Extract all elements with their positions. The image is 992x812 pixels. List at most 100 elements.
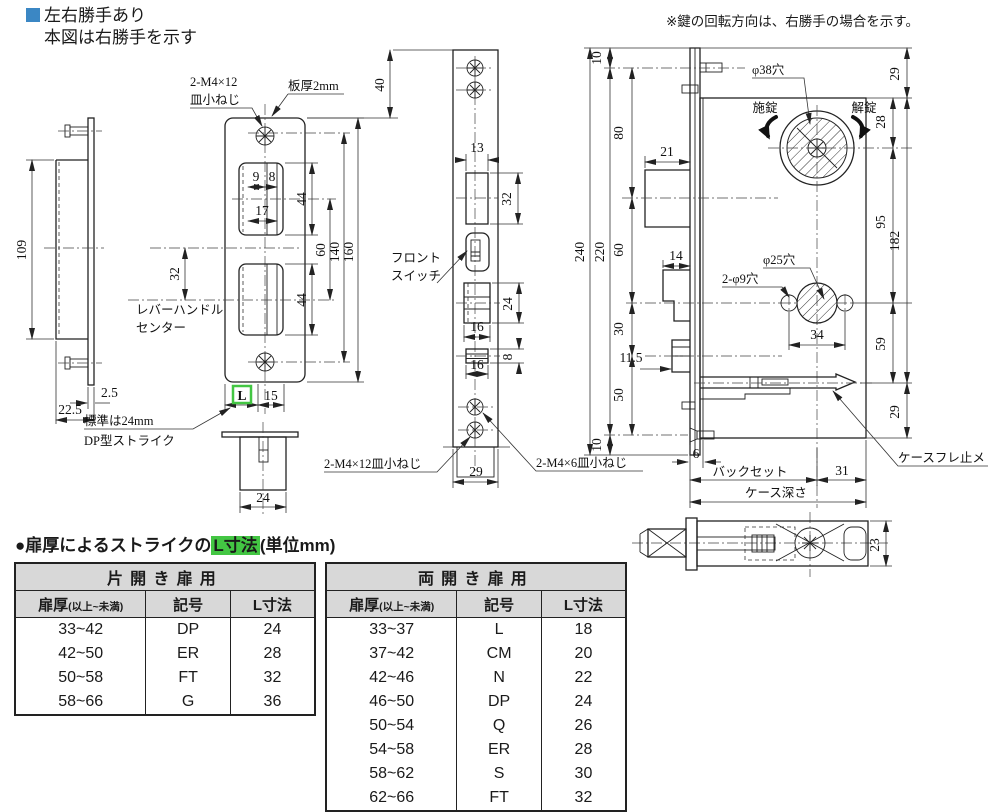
screw-m4x12-label-2: 皿小ねじ — [190, 93, 240, 107]
dim-60-case: 60 — [611, 243, 626, 257]
dim-8: 8 — [269, 169, 276, 184]
view-front-plate: 13 32 フロント スイッチ 24 16 8 16 — [324, 49, 643, 488]
dim-160: 160 — [341, 242, 356, 263]
table-cell: ER — [456, 738, 542, 762]
front-switch-label-1: フロント — [391, 251, 441, 265]
table-cell: 33~42 — [14, 617, 147, 642]
table-header-row: 扉厚(以上~未満) 記号 L寸法 — [325, 590, 627, 618]
dim-6: 6 — [693, 446, 700, 461]
case-depth-label: ケース深さ — [745, 486, 807, 500]
table-cell: 36 — [229, 690, 316, 715]
dim-23: 23 — [867, 538, 882, 552]
plate-thickness-label: 板厚2mm — [288, 79, 339, 93]
table-cell: CM — [456, 642, 542, 666]
standard-strike-label-1: 標準は24mm — [84, 413, 154, 428]
table-cell: 42~50 — [14, 642, 147, 666]
screw-m4x6-label: 2-M4×6皿小ねじ — [536, 456, 627, 470]
dim-29-front: 29 — [469, 464, 483, 479]
dim-24-cap: 24 — [256, 490, 270, 505]
dim-10-top: 10 — [589, 51, 604, 65]
view-lock-case: 21 14 11.5 240 220 10 10 80 60 30 50 φ38… — [572, 47, 988, 508]
dim-31: 31 — [835, 463, 849, 478]
dim-9: 9 — [253, 169, 260, 184]
table-cell: 33~37 — [325, 617, 458, 642]
col-header-symbol: 記号 — [145, 590, 231, 618]
dim-28: 28 — [873, 115, 888, 129]
table-cell: L — [456, 617, 542, 642]
dim-8-aux: 8 — [500, 353, 515, 360]
front-switch-label-2: スイッチ — [391, 269, 441, 283]
case-stopper-label: ケースフレ止メ — [898, 451, 985, 465]
backset-label: バックセット — [712, 465, 787, 479]
unlock-rotation-arrow — [851, 115, 871, 140]
key-rotation-note: ※鍵の回転方向は、右勝手の場合を示す。 — [666, 14, 919, 29]
handing-note-line1: 左右勝手あり — [44, 6, 146, 25]
table-title-row: 両開き扉用 — [325, 563, 627, 591]
table-cell: 62~66 — [325, 786, 458, 811]
heading-suffix: (単位mm) — [259, 536, 336, 555]
table-cell: FT — [145, 666, 231, 690]
table-header-row: 扉厚(以上~未満) 記号 L寸法 — [14, 590, 316, 618]
table-cell: Q — [456, 714, 542, 738]
dim-220: 220 — [592, 242, 607, 263]
col-header-l: L寸法 — [229, 590, 316, 618]
table-cell: 54~58 — [325, 738, 458, 762]
table-cell: 24 — [229, 617, 316, 642]
table-cell: 28 — [229, 642, 316, 666]
dim-17: 17 — [255, 203, 269, 218]
table-cell: 24 — [540, 690, 627, 714]
dim-240: 240 — [572, 242, 587, 263]
table-cell: 50~58 — [14, 666, 147, 690]
col-header-l: L寸法 — [540, 590, 627, 618]
view-side: 109 2.5 22.5 — [14, 117, 118, 424]
dim-30: 30 — [611, 322, 626, 336]
dim-60: 60 — [313, 243, 328, 257]
hole-9-label: 2-φ9穴 — [722, 271, 759, 286]
dim-21: 21 — [660, 144, 674, 159]
dim-32-lever: 32 — [167, 267, 182, 281]
hole-25-label: φ25穴 — [763, 252, 796, 267]
dim-95: 95 — [873, 215, 888, 229]
heading-prefix: ●扉厚によるストライクの — [15, 536, 212, 555]
table-cell: N — [456, 666, 542, 690]
dim-10-bottom: 10 — [589, 438, 604, 452]
dim-22-5: 22.5 — [58, 402, 82, 417]
col-header-thickness: 扉厚(以上~未満) — [14, 590, 147, 618]
table-cell: FT — [456, 786, 542, 811]
dim-80: 80 — [611, 126, 626, 140]
dim-L: L — [237, 388, 246, 403]
technical-drawing: 109 2.5 22.5 9 8 17 44 — [14, 47, 988, 577]
dim-140: 140 — [327, 242, 342, 263]
table-cell: 58~62 — [325, 762, 458, 786]
view-bolt-detail: 23 — [632, 512, 892, 577]
blue-square-bullet — [26, 8, 40, 22]
dim-109: 109 — [14, 240, 29, 261]
table-cell: 30 — [540, 762, 627, 786]
table-cell: 28 — [540, 738, 627, 762]
standard-strike-label-2: DP型ストライク — [84, 434, 175, 448]
lever-center-label-1: レバーハンドル — [136, 303, 223, 317]
table-cell: 32 — [540, 786, 627, 811]
screw-m4x12-front-label: 2-M4×12皿小ねじ — [324, 457, 421, 471]
table-cell: 32 — [229, 666, 316, 690]
table-cell: 58~66 — [14, 690, 147, 715]
table-title: 両開き扉用 — [325, 563, 627, 591]
table-cell: 22 — [540, 666, 627, 690]
table-cell: 46~50 — [325, 690, 458, 714]
table-title-row: 片開き扉用 — [14, 563, 316, 591]
unlock-label: 解錠 — [851, 100, 877, 115]
dim-182: 182 — [887, 231, 902, 251]
